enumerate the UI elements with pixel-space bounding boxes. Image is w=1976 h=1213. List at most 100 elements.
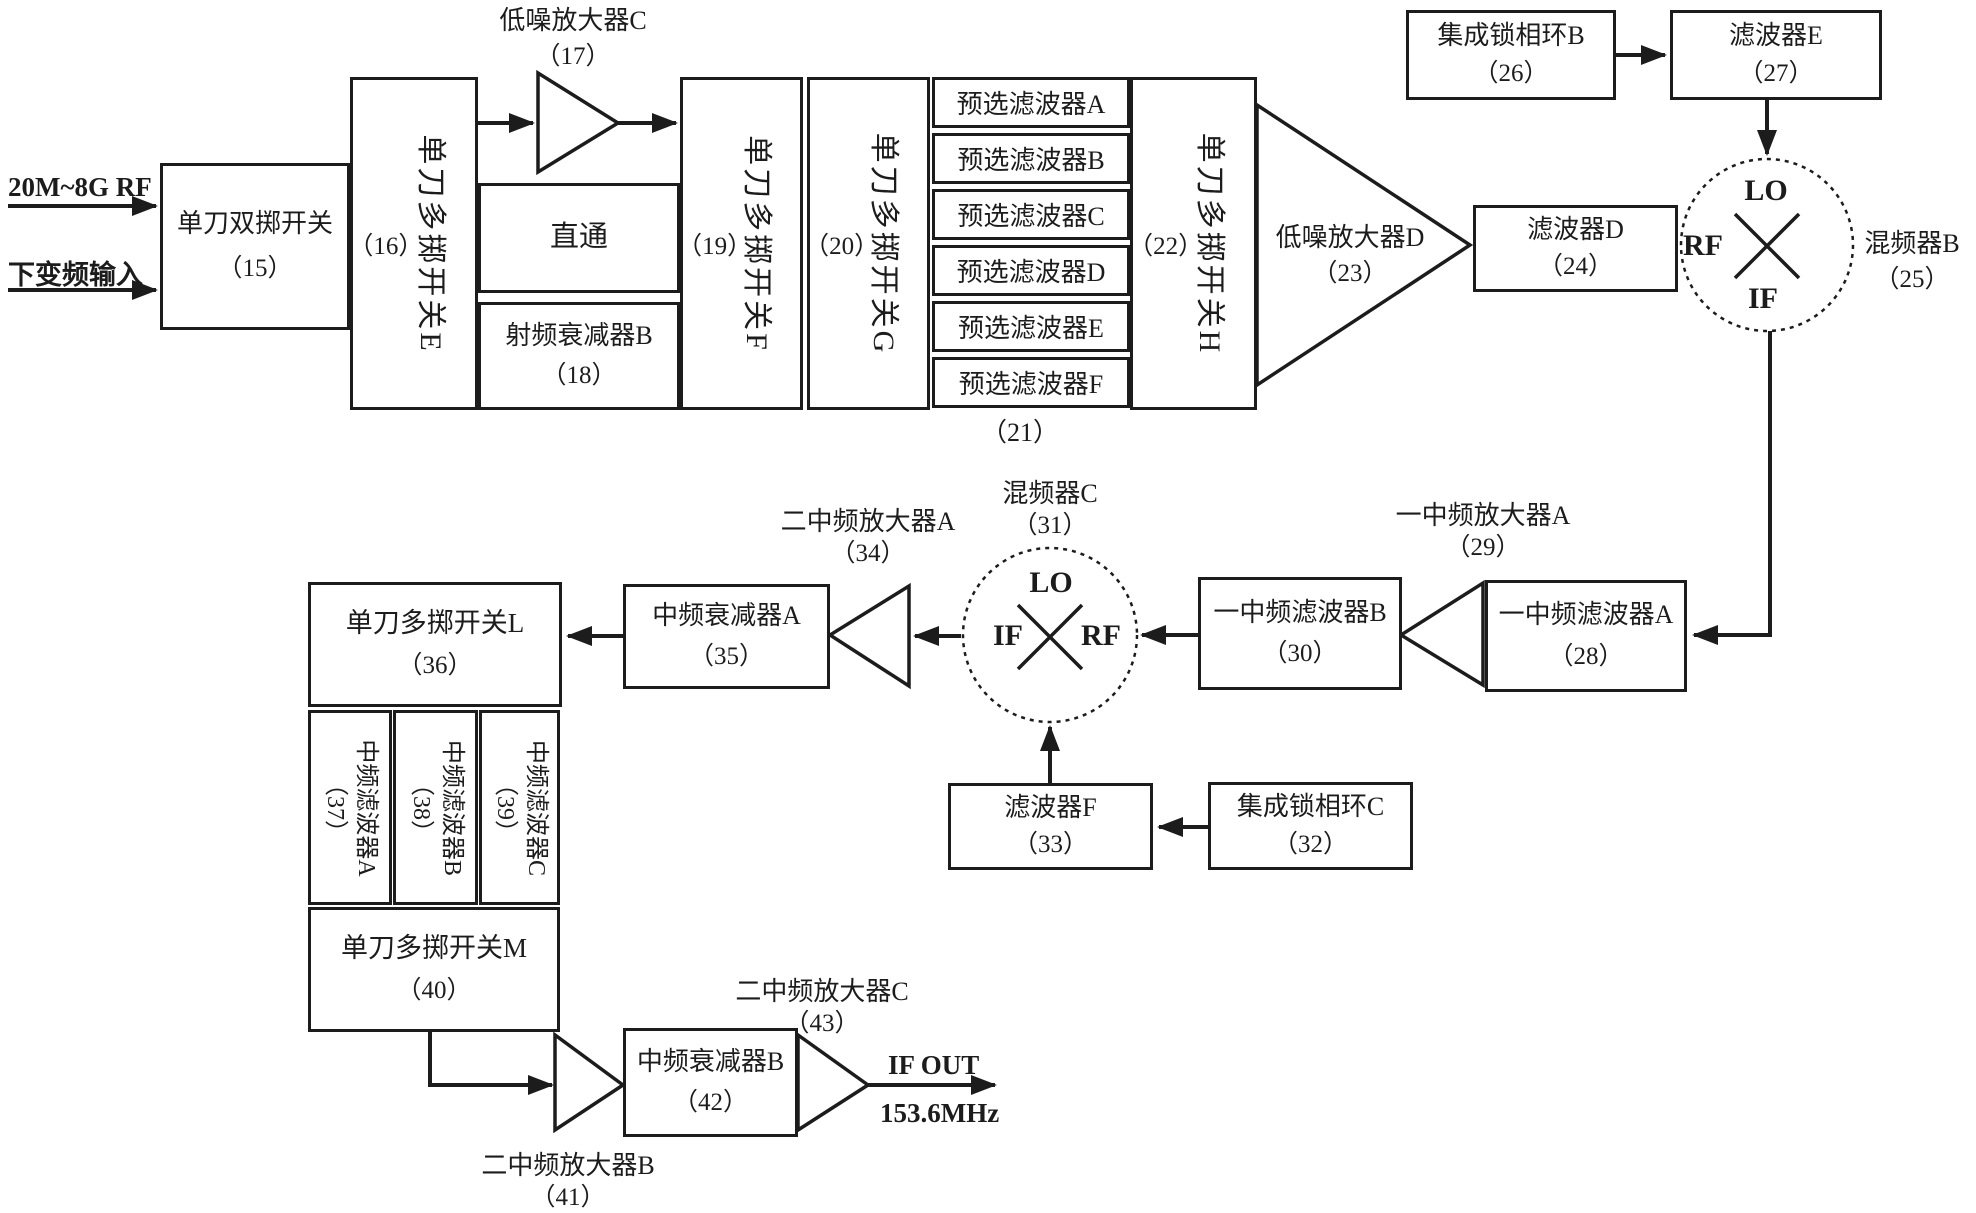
block-26-ref: （26）: [1473, 59, 1549, 87]
block-switch-M-40: 单刀多掷开关M （40）: [308, 907, 560, 1032]
amp43-triangle: [796, 1031, 872, 1134]
block-42-name: 中频衰减器B: [636, 1047, 785, 1077]
block-33-name: 滤波器F: [1004, 792, 1097, 822]
mix31-port-if: IF: [993, 619, 1023, 652]
downconv-input-label: 下变频输入: [8, 260, 143, 290]
block-16-name: 单刀多掷开关E: [413, 133, 447, 354]
block-pll-B-26: 集成锁相环B （26）: [1406, 10, 1616, 100]
block-16-ref: （16）: [348, 232, 424, 260]
block-21-ref: （21）: [980, 418, 1059, 447]
arrow-mix25-to-flt28: [1692, 331, 1772, 645]
mix31-port-rf: RF: [1081, 619, 1121, 652]
mix25-ref: （25）: [1874, 266, 1950, 294]
amp23-triangle: [1255, 101, 1474, 389]
block-32-ref: （32）: [1272, 830, 1348, 858]
mix31-name: 混频器C: [1002, 479, 1098, 508]
block-if1-filter-B-30: 一中频滤波器B （30）: [1198, 577, 1402, 690]
preselect-filter-A: 预选滤波器A: [932, 77, 1130, 128]
preselect-filter-F: 预选滤波器F: [932, 357, 1130, 408]
amp34-name: 二中频放大器A: [780, 507, 956, 536]
block-filter-E-27: 滤波器E （27）: [1670, 10, 1882, 100]
mix25-cross: [1733, 212, 1801, 280]
mix31-ref: （31）: [1012, 512, 1088, 540]
block-35-name: 中频衰减器A: [652, 601, 801, 631]
block-35-ref: （35）: [688, 642, 764, 670]
block-15-name: 单刀双掷开关: [176, 209, 333, 239]
block-39-label: 中频滤波器C （39）: [488, 739, 550, 875]
amp23-name: 低噪放大器D: [1275, 223, 1425, 252]
block-spdt-switch-15: 单刀双掷开关 （15）: [160, 163, 350, 330]
block-36-ref: （36）: [397, 652, 473, 680]
amp23-ref: （23）: [1312, 260, 1388, 288]
block-38-ref: （38）: [407, 771, 434, 844]
amp29-triangle: [1397, 579, 1485, 689]
thru-name: 直通: [549, 221, 608, 254]
block-18-name: 射频衰减器B: [505, 320, 653, 350]
block-24-name: 滤波器D: [1527, 214, 1624, 244]
amp17-ref: （17）: [535, 43, 611, 71]
block-32-name: 集成锁相环C: [1236, 792, 1385, 822]
block-20-name: 单刀多掷开关G: [867, 132, 901, 355]
block-42-ref: （42）: [672, 1088, 748, 1116]
amp29-ref: （29）: [1445, 534, 1521, 562]
amp43-label: 二中频放大器C （43）: [732, 976, 912, 1039]
block-if-filter-B-38: 中频滤波器B （38）: [393, 710, 478, 905]
block-if-attenuator-B-42: 中频衰减器B （42）: [623, 1028, 798, 1137]
amp29-name: 一中频放大器A: [1395, 501, 1571, 530]
preselect-bank-ref: （21）: [960, 417, 1080, 448]
amp17-name: 低噪放大器C: [499, 6, 647, 35]
amp34-ref: （34）: [830, 540, 906, 568]
preselect-filter-B: 预选滤波器B: [932, 133, 1130, 184]
mix31-label: 混频器C （31）: [990, 478, 1110, 541]
block-24-ref: （24）: [1537, 253, 1613, 281]
amp43-ref: （43）: [784, 1010, 860, 1038]
block-36-name: 单刀多掷开关L: [345, 607, 525, 638]
amp41-label: 二中频放大器B （41）: [478, 1150, 658, 1213]
amp41-triangle: [553, 1031, 627, 1134]
block-if-filter-C-39: 中频滤波器C （39）: [479, 710, 560, 905]
block-22-name: 单刀多掷开关H: [1192, 132, 1226, 355]
mix25-port-lo: LO: [1744, 174, 1788, 207]
arrow-sw40-to-amp41: [428, 1032, 554, 1095]
block-30-ref: （30）: [1262, 640, 1338, 668]
block-pll-C-32: 集成锁相环C （32）: [1208, 782, 1413, 870]
block-38-label: 中频滤波器B （38）: [404, 739, 466, 875]
block-if-attenuator-A-35: 中频衰减器A （35）: [623, 584, 830, 689]
block-27-name: 滤波器E: [1729, 21, 1823, 51]
block-rf-attenuator-18: 射频衰减器B （18）: [478, 302, 680, 410]
mix25-port-if: IF: [1748, 282, 1778, 315]
preselect-filter-C: 预选滤波器C: [932, 189, 1130, 240]
mix25-port-rf: RF: [1683, 229, 1723, 262]
preselect-filter-D: 预选滤波器D: [932, 245, 1130, 296]
rf-input-label: 20M~8G RF: [8, 172, 152, 202]
amp34-triangle: [826, 582, 911, 690]
block-33-ref: （33）: [1012, 831, 1088, 859]
if-out-frequency: 153.6MHz: [880, 1098, 1000, 1128]
block-37-label: 中频滤波器A （37）: [319, 739, 381, 876]
block-38-name: 中频滤波器B: [438, 739, 465, 876]
block-switch-F-19: （19） 单刀多掷开关F: [677, 77, 803, 410]
block-if-filter-A-37: 中频滤波器A （37）: [308, 710, 392, 905]
preselect-filter-E: 预选滤波器E: [932, 301, 1130, 352]
block-filter-D-24: 滤波器D （24）: [1473, 205, 1678, 292]
mix31-cross: [1016, 603, 1084, 671]
block-19-ref: （19）: [677, 232, 753, 260]
if-out-label: IF OUT: [888, 1050, 980, 1080]
amp41-ref: （41）: [530, 1184, 606, 1212]
mix25-name: 混频器B: [1864, 229, 1960, 258]
block-filter-F-33: 滤波器F （33）: [948, 783, 1153, 870]
block-39-ref: （39）: [491, 771, 518, 844]
block-switch-E-16: （16） 单刀多掷开关E: [348, 77, 478, 410]
amp29-label: 一中频放大器A （29）: [1393, 500, 1573, 563]
amp17-label: 低噪放大器C （17）: [493, 5, 653, 72]
block-22-ref: （22）: [1128, 232, 1204, 260]
block-40-ref: （40）: [396, 977, 472, 1005]
block-thru: 直通: [478, 183, 680, 293]
block-switch-G-20: （20） 单刀多掷开关G: [804, 77, 930, 410]
block-30-name: 一中频滤波器B: [1213, 597, 1387, 627]
block-18-ref: （18）: [541, 362, 617, 390]
block-20-ref: （20）: [804, 232, 880, 260]
block-19-name: 单刀多掷开关F: [740, 134, 774, 353]
amp34-label: 二中频放大器A （34）: [778, 506, 958, 569]
